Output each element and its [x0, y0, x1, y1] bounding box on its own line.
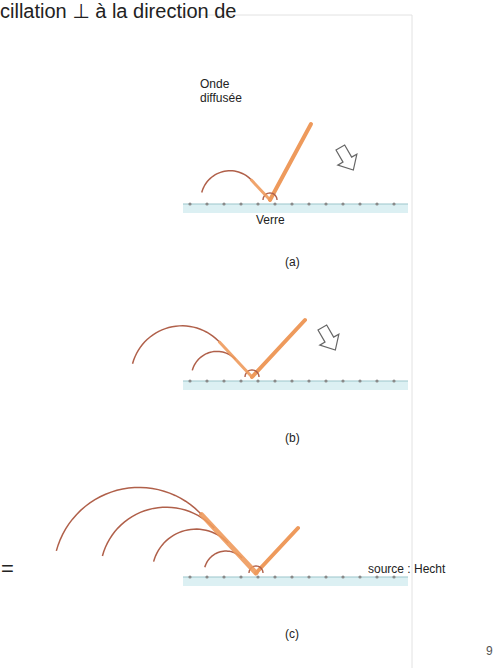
atom-dot [324, 575, 327, 578]
atom-dot [239, 575, 242, 578]
panel [133, 320, 408, 390]
atom-dot [256, 202, 259, 205]
atom-dot [273, 202, 276, 205]
atom-dot [256, 575, 259, 578]
glass-band [183, 381, 408, 390]
motion-arrow [318, 325, 339, 350]
material-label: Verre [256, 214, 285, 228]
scattered-wave-label: Onde diffusée [200, 78, 256, 106]
atom-dot [341, 379, 344, 382]
equals-sign: = [1, 556, 14, 581]
source-note: source : Hecht [368, 563, 445, 577]
atom-dot [358, 379, 361, 382]
glass-band [183, 577, 408, 586]
atom-dot [205, 575, 208, 578]
atom-dot [290, 575, 293, 578]
atom-dot [205, 202, 208, 205]
atom-dot [307, 575, 310, 578]
atom-dot [222, 202, 225, 205]
atom-dot [324, 379, 327, 382]
atom-dot [307, 379, 310, 382]
incident-ray [252, 320, 305, 377]
atom-dot [375, 202, 378, 205]
atom-dot [273, 379, 276, 382]
scattered-wavelet [202, 171, 252, 193]
scattered-wavelet [102, 507, 214, 556]
panel-label: (b) [285, 432, 300, 446]
panel [183, 124, 408, 213]
panel [56, 487, 408, 586]
atom-dot [188, 379, 191, 382]
atom-dot [341, 202, 344, 205]
reflected-wavefront [202, 515, 256, 573]
glass-surface [183, 380, 408, 381]
atom-dot [290, 202, 293, 205]
atom-dot [341, 575, 344, 578]
atom-dot [222, 379, 225, 382]
atom-dot [273, 575, 276, 578]
reflected-wavefront [251, 180, 270, 200]
panel-label: (a) [285, 256, 300, 270]
incident-ray [270, 124, 311, 200]
atom-dot [205, 379, 208, 382]
atom-dot [324, 202, 327, 205]
atom-dot [188, 575, 191, 578]
glass-surface [183, 576, 408, 577]
atom-dot [392, 379, 395, 382]
glass-surface [183, 203, 408, 204]
scattered-wavelet [56, 487, 201, 550]
atom-dot [256, 379, 259, 382]
atom-dot [375, 379, 378, 382]
atom-dot [358, 202, 361, 205]
atom-dot [358, 575, 361, 578]
page-number: 9 [486, 645, 493, 659]
incident-ray [256, 528, 298, 573]
heading-fragment: cillation ⊥ à la direction de [0, 0, 236, 23]
atom-dot [239, 202, 242, 205]
atom-dot [222, 575, 225, 578]
glass-band [183, 204, 408, 213]
atom-dot [307, 202, 310, 205]
atom-dot [290, 379, 293, 382]
motion-arrow [336, 145, 357, 170]
reflected-wavefront [219, 342, 252, 377]
panel-label: (c) [285, 628, 299, 642]
atom-dot [188, 202, 191, 205]
atom-dot [392, 202, 395, 205]
scattered-wavelet [133, 326, 220, 364]
atom-dot [239, 379, 242, 382]
